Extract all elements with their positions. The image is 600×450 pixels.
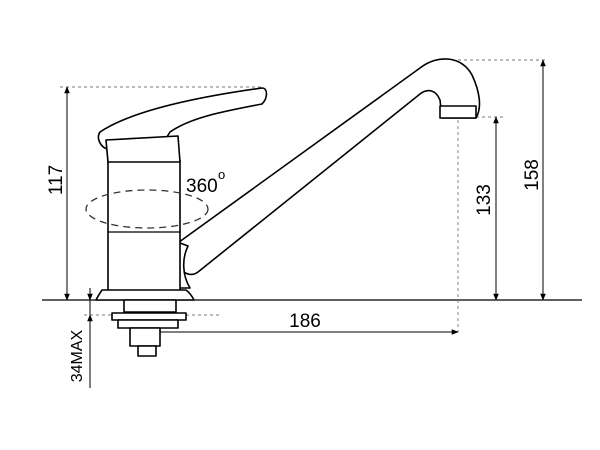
label-186: 186 — [289, 311, 321, 332]
dim-133: 133 — [474, 116, 499, 301]
dim-34max: 34MAX — [69, 288, 93, 388]
mount-stud — [137, 345, 157, 357]
faucet-body — [107, 159, 181, 293]
dim-186: 186 — [141, 311, 459, 335]
mount-shank — [129, 327, 161, 347]
dim-117: 117 — [46, 86, 70, 301]
rotation-label: 360 o — [186, 167, 225, 197]
faucet — [95, 58, 481, 357]
cartridge-cap — [105, 135, 181, 163]
label-34max: 34MAX — [69, 329, 86, 382]
label-degree: o — [218, 167, 225, 182]
aerator — [439, 105, 477, 119]
mount-flange — [123, 299, 177, 313]
faucet-base — [95, 289, 195, 301]
dim-158: 158 — [522, 59, 546, 301]
label-117: 117 — [46, 165, 67, 195]
label-360: 360 — [186, 176, 218, 197]
mount-nut — [117, 319, 179, 329]
mount-washer — [111, 312, 187, 321]
rotation-ellipse — [85, 189, 209, 229]
label-158: 158 — [522, 159, 543, 191]
label-133: 133 — [474, 184, 495, 216]
